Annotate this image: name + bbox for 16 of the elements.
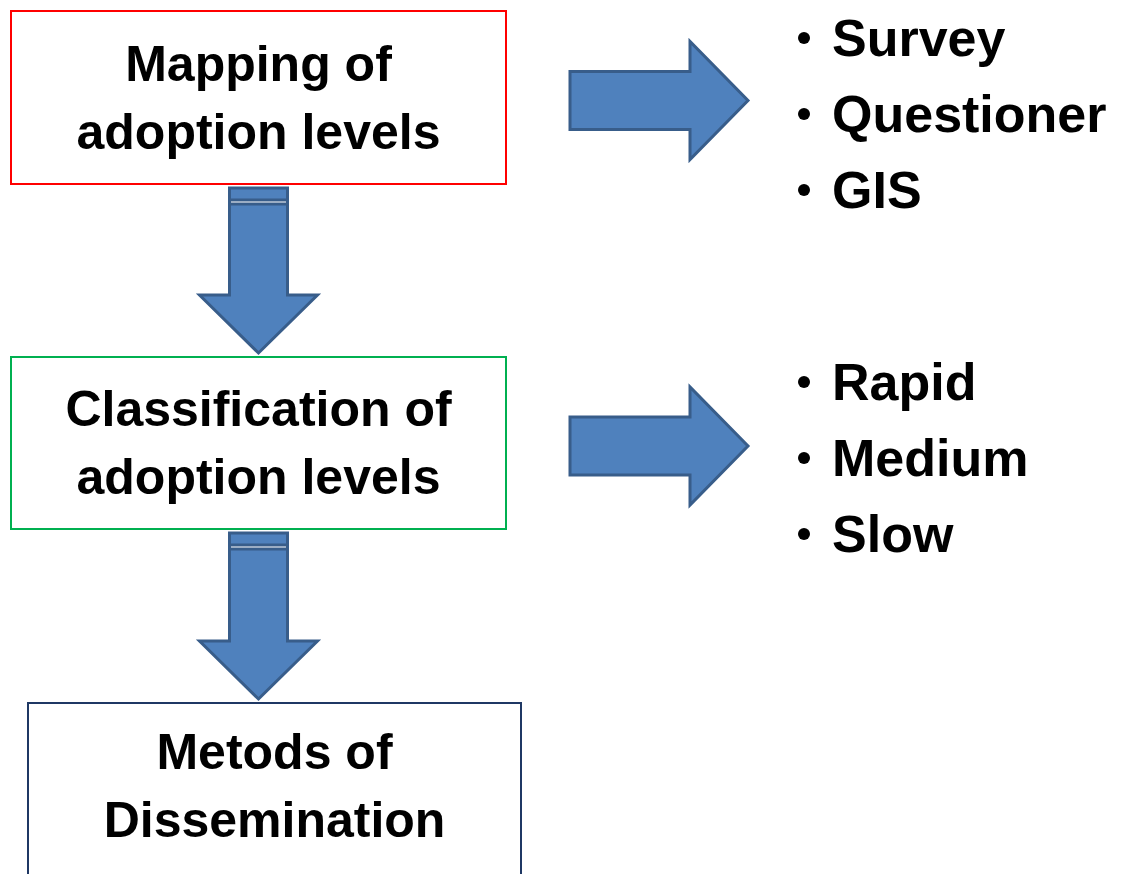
bullet-item: Rapid [832, 352, 977, 413]
bullet-item: Slow [832, 504, 954, 565]
process-box [10, 10, 507, 185]
box-label: Mapping of adoption levels [75, 34, 442, 162]
process-box [10, 356, 507, 530]
block-arrow [195, 531, 322, 702]
process-box [27, 702, 522, 874]
bullet-item: GIS [832, 160, 922, 221]
block-arrow [195, 186, 322, 356]
block-arrow [568, 383, 751, 509]
box-label: Metods of Dissemination [102, 723, 447, 850]
block-arrow [568, 37, 751, 164]
bullet-item: Survey [832, 8, 1006, 69]
bullet-item: Medium [832, 428, 1029, 489]
box-label: Classification of adoption levels [64, 380, 453, 507]
bullet-item: Questioner [832, 84, 1107, 145]
